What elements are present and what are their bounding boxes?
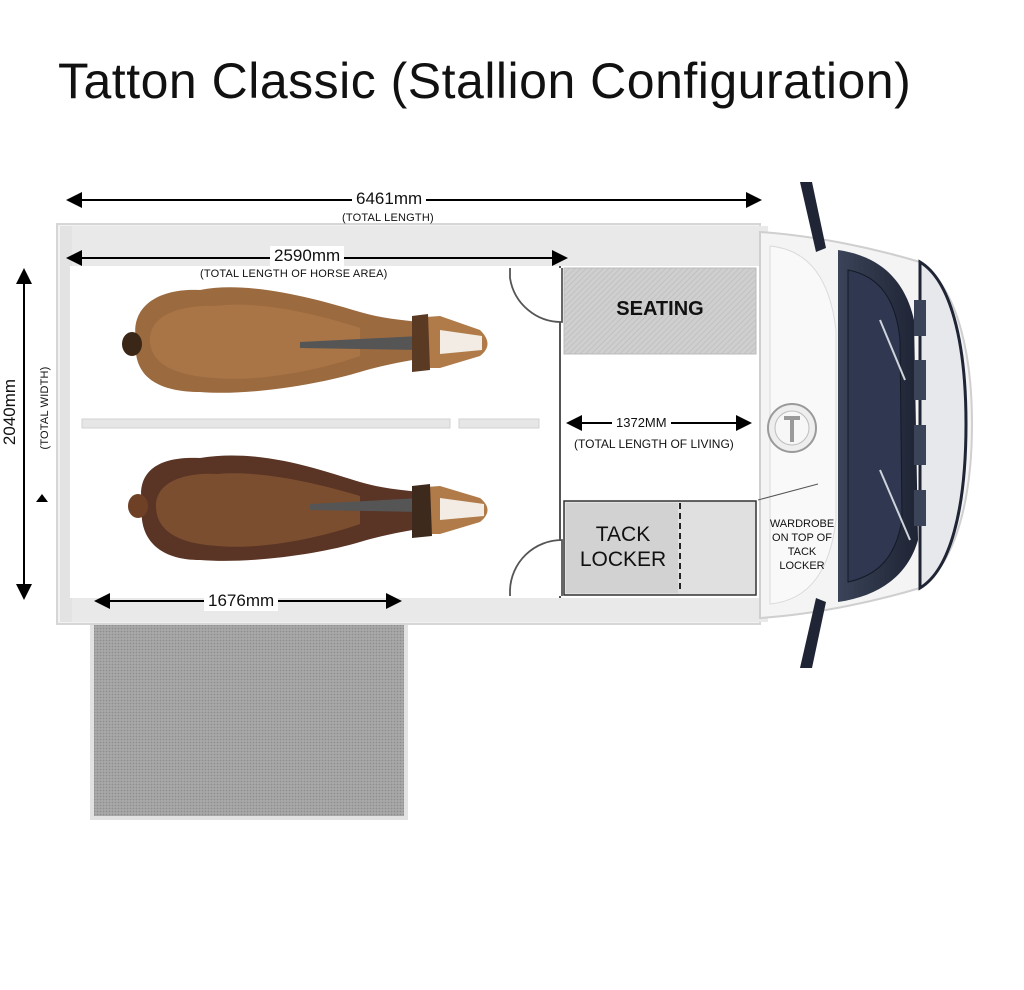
horse-top — [122, 287, 488, 393]
total-width-note: (TOTAL WIDTH) — [39, 366, 51, 450]
seating-block — [563, 267, 757, 355]
total-width-value: 2040mm — [0, 372, 20, 452]
wardrobe-leader — [757, 483, 819, 501]
cab — [759, 182, 974, 668]
page-title: Tatton Classic (Stallion Configuration) — [58, 53, 912, 109]
ramp-width-value: 1676mm — [204, 591, 279, 611]
ramp-mesh — [94, 616, 404, 816]
wardrobe-label-line1: WARDROBE — [769, 518, 835, 530]
wardrobe-label-line2: ON TOP OF — [772, 532, 832, 544]
living-length-note: (TOTAL LENGTH OF LIVING) — [574, 437, 734, 451]
door-bottom — [509, 539, 563, 596]
total-length-value: 6461mm — [352, 189, 427, 209]
small-arrow-icon — [36, 494, 48, 502]
tack-locker-label-line1: TACK — [595, 523, 651, 546]
horse-area-length-note: (TOTAL LENGTH OF HORSE AREA) — [200, 268, 388, 280]
wardrobe-label: WARDROBE ON TOP OF TACK LOCKER — [762, 517, 842, 573]
wardrobe-label-line3: TACK — [787, 546, 817, 558]
living-length-value: 1372MM — [612, 415, 671, 430]
tack-locker-label-line2: LOCKER — [579, 548, 667, 571]
partition-bar — [81, 418, 451, 429]
seating-label: SEATING — [616, 298, 704, 320]
wardrobe-label-line4: LOCKER — [779, 560, 825, 572]
horse-area-length-value: 2590mm — [270, 246, 345, 266]
door-top — [509, 268, 563, 323]
total-length-note: (TOTAL LENGTH) — [342, 212, 434, 224]
horse-bottom — [128, 455, 488, 561]
partition-bar-end — [458, 418, 540, 429]
